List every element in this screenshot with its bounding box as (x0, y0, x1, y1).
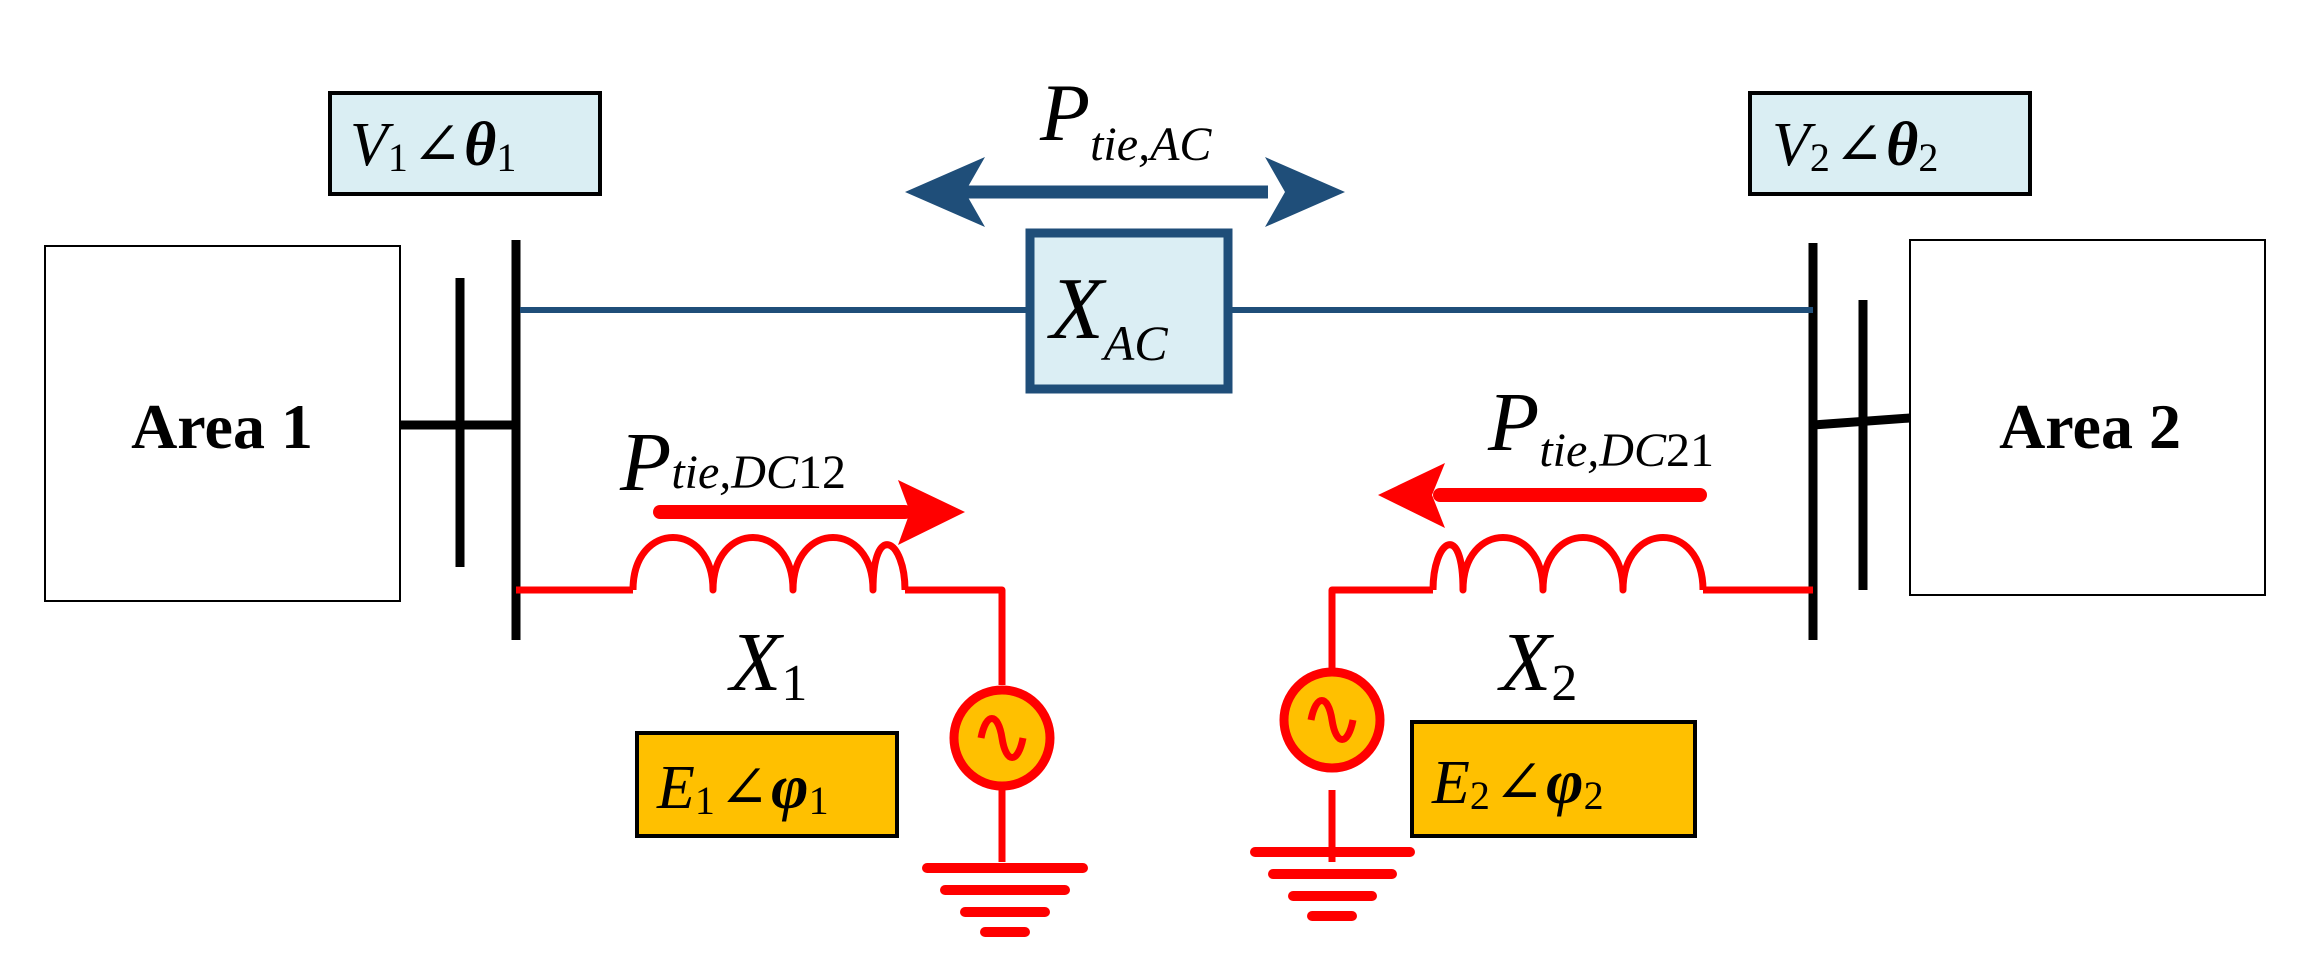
dc-1-power-arrow (653, 480, 965, 545)
dc-2-power-arrow (1378, 463, 1707, 528)
area-2-label: Area 2 (1999, 391, 2181, 462)
svg-text:E2∠φ2: E2∠φ2 (1431, 746, 1604, 818)
arrow-right-head (1265, 157, 1345, 227)
ac-power-label: Ptie,AC (1039, 67, 1212, 171)
dc-2-power-label: Ptie,DC21 (1487, 376, 1714, 477)
voltage-label-bus-1: V1∠θ1 (328, 91, 602, 196)
ac-tie-line: XAC (520, 228, 1813, 394)
svg-text:E1∠φ1: E1∠φ1 (656, 751, 829, 823)
area-1-block: Area 1 (44, 245, 401, 602)
svg-text:V1∠θ1: V1∠θ1 (350, 111, 516, 180)
source-label-2: E2∠φ2 (1410, 720, 1697, 838)
dc-1-reactance-label: X1 (727, 616, 807, 712)
dc-1-power-label: Ptie,DC12 (619, 416, 846, 509)
arrow-left-head (905, 157, 985, 227)
inductor-icon (629, 534, 909, 594)
bus-2 (1808, 243, 1911, 640)
ground-icon (922, 863, 1088, 937)
ac-reactance-box (1025, 228, 1233, 394)
inductor-icon (1429, 534, 1707, 594)
ac-power-flow-arrow (905, 157, 1345, 227)
dc-branch-1 (516, 534, 1006, 862)
ac-source-icon (949, 685, 1055, 791)
svg-text:V2∠θ2: V2∠θ2 (1772, 111, 1938, 180)
voltage-label-bus-2: V2∠θ2 (1748, 91, 2032, 196)
dc-2-reactance-label: X2 (1497, 616, 1577, 712)
area-2-block: Area 2 (1909, 239, 2266, 596)
ac-reactance-label: XAC (1047, 261, 1168, 371)
area-1-label: Area 1 (131, 391, 313, 462)
source-label-1: E1∠φ1 (635, 731, 899, 838)
ac-source-icon (1279, 667, 1385, 773)
ground-icon (1250, 847, 1415, 921)
bus-1 (400, 240, 521, 640)
